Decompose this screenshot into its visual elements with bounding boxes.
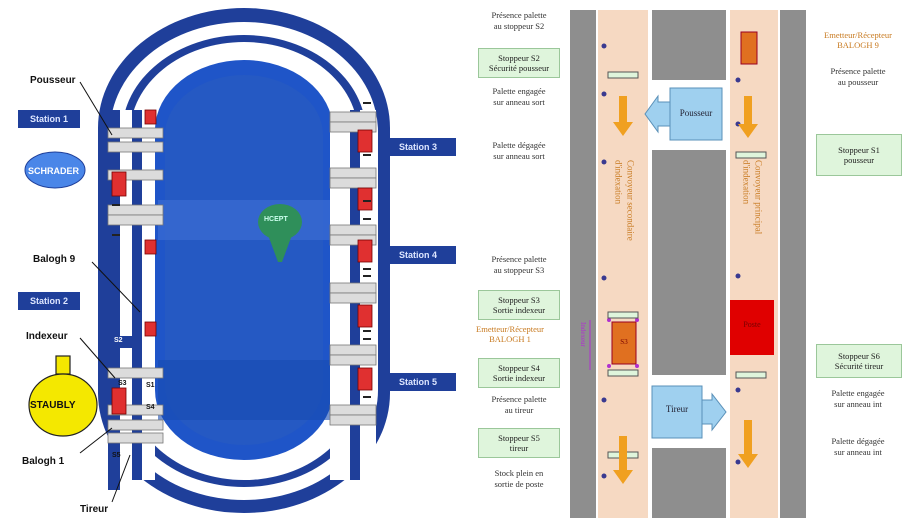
- box-right-3-label: Station 5: [398, 376, 437, 387]
- pallets: [111, 109, 373, 415]
- box-right-1: [380, 138, 456, 156]
- indexeur-label: Indexeur: [26, 331, 68, 342]
- note-degagee-sortie: Palette dégagée sur anneau sort: [492, 140, 546, 161]
- note-engagee-sortie: Palette engagée sur anneau sort: [492, 86, 546, 107]
- hcept-bulb: [258, 204, 302, 240]
- pousseur-box: [669, 87, 723, 141]
- tireur-label: Tireur: [80, 504, 109, 515]
- leader-lines: [79, 81, 141, 503]
- note-presence-s3: Présence palette au stoppeur S3: [491, 254, 547, 275]
- staubli-label: STAUBLY: [30, 400, 76, 411]
- center-band-2: [158, 360, 330, 420]
- note-degagee-entree: Palette dégagée sur anneau int: [831, 436, 885, 457]
- center-block-3: [652, 448, 726, 518]
- box-right-1-label: Station 3: [398, 141, 437, 152]
- center-loop-shade: [165, 75, 323, 445]
- wall-left: [570, 10, 596, 518]
- flow-arrows: [613, 96, 758, 484]
- hcept-label: HCEPT: [264, 216, 288, 223]
- box-station-a-label: Station 1: [29, 113, 68, 124]
- hcept-stem: [268, 235, 292, 262]
- sensor-dots: [601, 43, 741, 479]
- stopper-s5: Stoppeur S5 tireur: [478, 428, 560, 458]
- track-s4-label: S4: [146, 404, 155, 411]
- emetteur-balogh1: Emetteur/Récepteur BALOGH 1: [476, 324, 544, 345]
- conveyor-right-label: Convoyeur principal d'indexation: [741, 160, 764, 235]
- track-s5-label: S5: [112, 452, 121, 459]
- note-engagee-entree: Palette engagée sur anneau int: [831, 388, 885, 409]
- pallet-left-label: S3: [620, 338, 628, 346]
- left-rails: [107, 127, 164, 444]
- note-stock-plein: Stock plein en sortie de poste: [494, 468, 544, 489]
- balogh9-label: Balogh 9: [33, 254, 76, 265]
- tireur-arrow: [701, 392, 727, 432]
- staubli-flask: [28, 373, 98, 437]
- box-station-b: [18, 292, 80, 310]
- box-right-2-label: Station 4: [398, 249, 437, 260]
- stopper-s1: Stoppeur S1 pousseur: [816, 134, 902, 176]
- emetteur-balogh9: Emetteur/Récepteur BALOGH 9: [824, 30, 892, 51]
- tireur-box-label: Tireur: [665, 404, 689, 414]
- schrader-label: SCHRADER: [28, 166, 80, 176]
- conveyor-left-label: Convoyeur secondaire d'indexation: [613, 160, 636, 241]
- stopper-s2: Stoppeur S2 Sécurité pousseur: [478, 48, 560, 78]
- right-dashes: [112, 102, 371, 398]
- balogh1-label: Balogh 1: [22, 456, 65, 467]
- red-block-label: Poste: [743, 320, 761, 329]
- note-presence-pousseur: Présence palette au pousseur: [830, 66, 886, 87]
- tireur-box: [651, 385, 703, 439]
- track-s3-label: S3: [118, 380, 127, 387]
- pousseur-label: Pousseur: [30, 75, 76, 86]
- pallet-top: [740, 31, 758, 65]
- marker-s2: [114, 336, 132, 348]
- box-right-3: [380, 373, 456, 391]
- center-block-1: [652, 10, 726, 80]
- center-block-2: [652, 150, 726, 375]
- box-right-2: [380, 246, 456, 264]
- stopper-s3: Stoppeur S3 Sortie indexeur: [478, 290, 560, 320]
- schrader-ellipse: [24, 151, 86, 189]
- left-vertical-bar: [132, 110, 142, 480]
- note-presence-tireur: Présence palette au tireur: [491, 394, 547, 415]
- red-block: [730, 300, 774, 355]
- pousseur-arrow: [644, 94, 671, 134]
- conveyor-right: [730, 10, 778, 518]
- right-rails: [329, 111, 377, 426]
- purple-dots: [607, 318, 639, 368]
- indexeur-vertical-label: Indexeur: [579, 322, 588, 347]
- stopper-s6: Stoppeur S6 Sécurité tireur: [816, 344, 902, 378]
- note-presence-s2: Présence palette au stoppeur S2: [491, 10, 547, 31]
- box-station-b-label: Station 2: [29, 295, 68, 306]
- pallet-left: [611, 321, 637, 365]
- track-s2-label: S2: [114, 337, 123, 344]
- track-s1-label: S1: [146, 382, 155, 389]
- stopper-s4: Stoppeur S4 Sortie indexeur: [478, 358, 560, 388]
- pousseur-box-label: Pousseur: [679, 108, 713, 118]
- box-station-a: [18, 110, 80, 128]
- wall-right: [780, 10, 806, 518]
